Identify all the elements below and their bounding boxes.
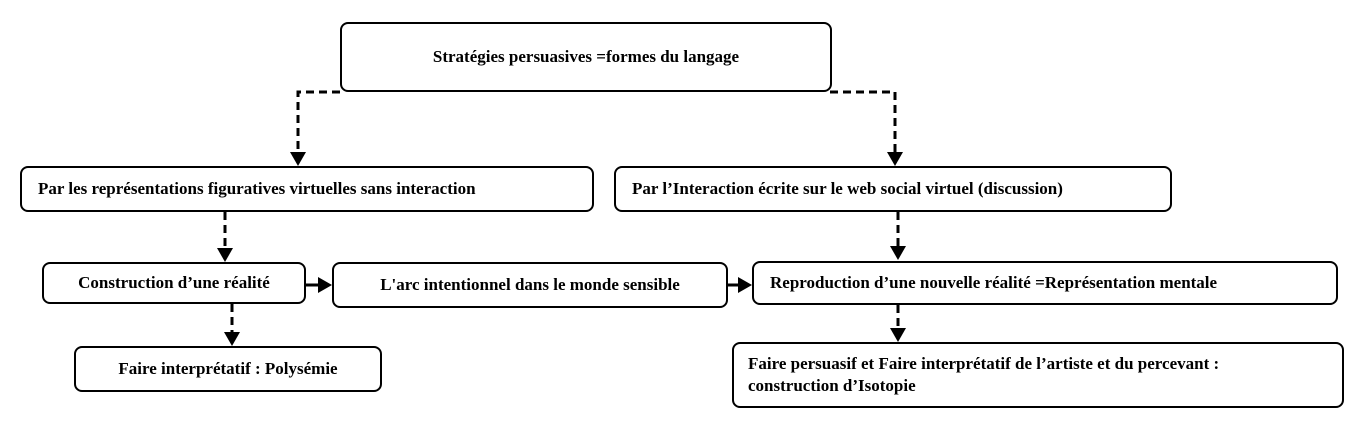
edge-root-right: [830, 90, 897, 162]
node-faire-persuasif-line2: construction d’Isotopie: [748, 376, 916, 395]
node-reproduction: Reproduction d’une nouvelle réalité =Rep…: [752, 261, 1338, 305]
edge-root-left: [296, 90, 340, 162]
node-left-branch: Par les représentations figuratives virt…: [20, 166, 594, 212]
arrowhead-right-reproduction: [890, 246, 906, 260]
node-arc-label: L'arc intentionnel dans le monde sensibl…: [380, 275, 680, 294]
node-faire-interpretatif-label: Faire interprétatif : Polysémie: [118, 359, 338, 378]
node-root: Stratégies persuasives =formes du langag…: [340, 22, 832, 92]
node-reproduction-label: Reproduction d’une nouvelle réalité =Rep…: [770, 273, 1218, 292]
arrowhead-reproduction: [738, 277, 752, 293]
node-faire-interpretatif: Faire interprétatif : Polysémie: [74, 346, 382, 392]
arrowhead-right-branch: [887, 152, 903, 166]
arrowhead-faire-persuasif: [890, 328, 906, 342]
node-construction: Construction d’une réalité: [42, 262, 306, 304]
node-left-branch-label: Par les représentations figuratives virt…: [38, 179, 476, 198]
arrowhead-faire-interpretatif: [224, 332, 240, 346]
node-root-label: Stratégies persuasives =formes du langag…: [432, 47, 740, 66]
node-right-branch: Par l’Interaction écrite sur le web soci…: [614, 166, 1172, 212]
node-arc: L'arc intentionnel dans le monde sensibl…: [332, 262, 728, 308]
arrowhead-arc: [318, 277, 332, 293]
node-faire-persuasif-line1: Faire persuasif et Faire interprétatif d…: [748, 354, 1220, 373]
node-right-branch-label: Par l’Interaction écrite sur le web soci…: [632, 179, 1063, 198]
node-faire-persuasif: Faire persuasif et Faire interprétatif d…: [732, 342, 1344, 408]
node-construction-label: Construction d’une réalité: [78, 273, 270, 292]
arrowhead-left-branch: [290, 152, 306, 166]
arrowhead-construction: [217, 248, 233, 262]
